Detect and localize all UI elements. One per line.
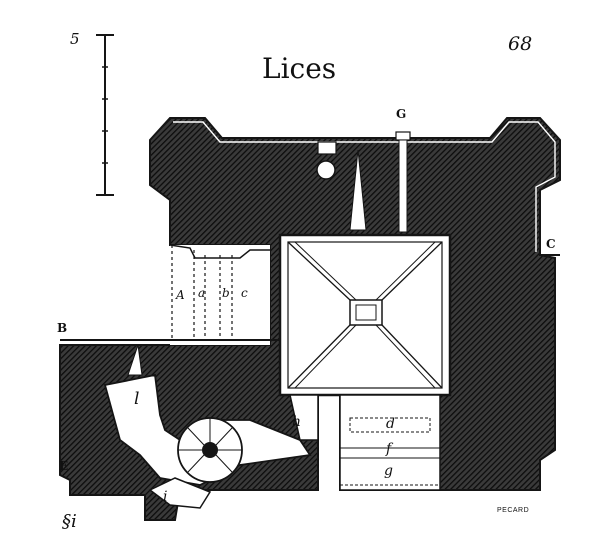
scale-label: 5 <box>70 30 80 48</box>
label-a: a <box>198 286 205 300</box>
label-b: B <box>57 321 67 335</box>
loophole-left <box>127 344 143 376</box>
label-d: d <box>386 416 395 432</box>
corner-mark: §i <box>62 511 77 532</box>
central-keep <box>278 233 452 397</box>
gate-passage <box>339 394 441 491</box>
label-f: f <box>385 441 394 457</box>
label-e: E <box>59 459 68 473</box>
spiral-staircase <box>177 417 243 483</box>
label-a-upper: A <box>175 288 185 302</box>
latrine-niche <box>316 141 337 180</box>
passage-i <box>148 477 212 509</box>
wall-inner-line <box>173 121 556 252</box>
engraver-signature: PECARD <box>497 507 529 514</box>
label-c: C <box>546 237 556 251</box>
passage-h <box>289 394 319 441</box>
shaft-g <box>395 131 411 233</box>
label-i: i <box>163 489 167 505</box>
label-c-lower: c <box>241 286 248 300</box>
label-l: l <box>134 389 139 409</box>
label-b-lower: b <box>222 286 230 300</box>
passage-top-edge <box>169 244 270 259</box>
label-g-lower: g <box>384 463 393 479</box>
loophole-upper <box>349 149 367 231</box>
passage-lines <box>171 245 233 340</box>
label-g-shaft: G <box>396 107 406 121</box>
plan-title: Lices <box>262 52 336 85</box>
page-number: 68 <box>508 33 532 55</box>
label-h: h <box>292 414 301 430</box>
scale-bar <box>96 34 114 196</box>
